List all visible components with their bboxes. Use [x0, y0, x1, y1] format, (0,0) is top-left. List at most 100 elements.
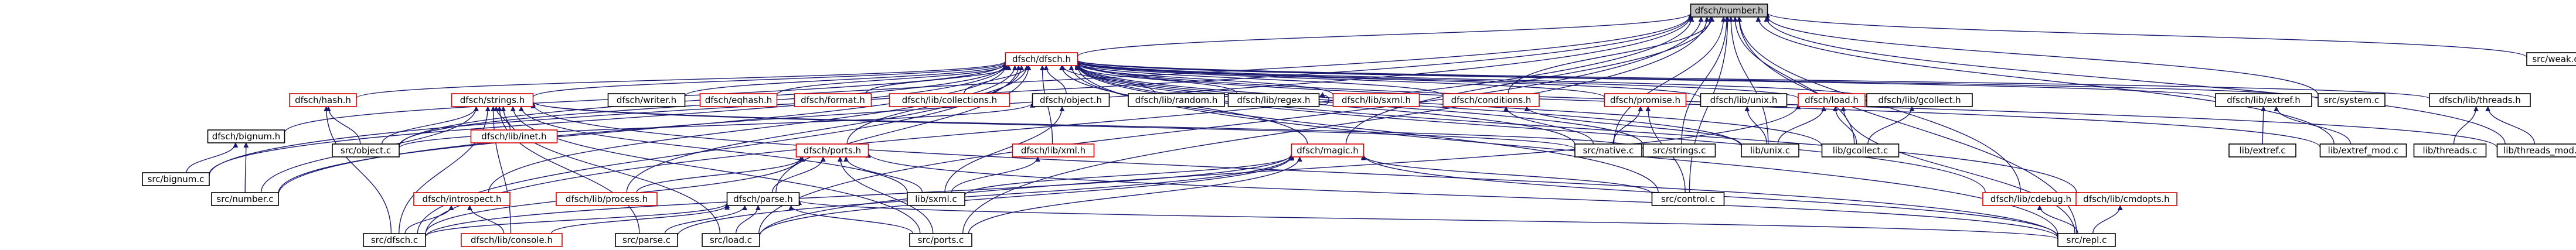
node-label: src/weak.c	[2532, 54, 2576, 64]
node-label: src/repl.c	[2067, 235, 2107, 245]
node-box	[289, 93, 357, 107]
node-box	[907, 192, 965, 206]
node-label: dfsch/dfsch.h	[1012, 54, 1071, 64]
node-number-c[interactable]: src/number.c	[211, 192, 279, 206]
node-box	[2413, 143, 2487, 157]
node-box	[699, 93, 778, 107]
node-object-h[interactable]: dfsch/object.h	[1032, 93, 1110, 107]
edge-parse-c-to-magic-h	[677, 155, 1294, 237]
node-threads-mod-c[interactable]: lib/threads_mod.c	[2496, 143, 2576, 157]
node-label: lib/sxml.c	[915, 194, 957, 204]
node-parse-h[interactable]: dfsch/parse.h	[726, 192, 800, 206]
node-dfsch-h[interactable]: dfsch/dfsch.h	[1005, 52, 1078, 66]
node-label: lib/extref.c	[2240, 145, 2286, 156]
node-label: lib/threads.c	[2423, 145, 2478, 156]
edge-writer-h-to-dfsch-h	[684, 62, 1008, 97]
node-unix-c[interactable]: lib/unix.c	[1741, 143, 1799, 157]
node-object-c[interactable]: src/object.c	[332, 143, 400, 157]
edge-ports-c-to-magic-h	[968, 156, 1302, 234]
node-introspect-h[interactable]: dfsch/introspect.h	[413, 192, 511, 206]
node-regex-h[interactable]: dfsch/lib/regex.h	[1227, 93, 1320, 107]
node-box	[607, 93, 686, 107]
node-random-h[interactable]: dfsch/lib/random.h	[1128, 93, 1225, 107]
node-label: dfsch/bignum.h	[212, 131, 281, 142]
node-process-h[interactable]: dfsch/lib/process.h	[556, 192, 658, 206]
edge-console-h-to-strings-h	[491, 106, 512, 234]
node-label: dfsch/lib/console.h	[471, 235, 553, 245]
node-repl-c[interactable]: src/repl.c	[2057, 233, 2116, 247]
edge-parse-h-to-dfsch-h	[775, 65, 1032, 193]
edge-dfsch-h-to-number-h	[1077, 12, 1693, 57]
node-label: dfsch/lib/process.h	[566, 194, 648, 204]
node-conditions-h[interactable]: dfsch/conditions.h	[1442, 93, 1540, 107]
node-weak-c[interactable]: src/weak.c	[2526, 52, 2576, 66]
node-label: dfsch/lib/xml.h	[1021, 145, 1085, 156]
node-promise-h[interactable]: dfsch/promise.h	[1604, 93, 1687, 107]
node-ports-c[interactable]: src/ports.c	[909, 233, 972, 247]
edge-ports-c-to-number-h	[962, 16, 1710, 234]
node-extref-mod-c[interactable]: lib/extref_mod.c	[2319, 143, 2407, 157]
edge-parse-c-to-parse-h	[664, 205, 748, 234]
node-bignum-h[interactable]: dfsch/bignum.h	[207, 129, 285, 143]
node-label: src/load.c	[710, 235, 752, 245]
node-control-c[interactable]: src/control.c	[1651, 192, 1725, 206]
node-unix-h[interactable]: dfsch/lib/unix.h	[1700, 93, 1788, 107]
node-extref-h[interactable]: dfsch/lib/extref.h	[2215, 93, 2312, 107]
edge-sxml-c-to-strings-h	[518, 106, 908, 193]
node-label: dfsch/lib/regex.h	[1237, 95, 1310, 105]
node-box	[1574, 143, 1642, 157]
node-xml-h[interactable]: dfsch/lib/xml.h	[1012, 143, 1095, 157]
node-inet-h[interactable]: dfsch/lib/inet.h	[470, 129, 558, 143]
edge-introspect-h-to-dfsch-h	[488, 65, 1018, 193]
node-system-c[interactable]: src/system.c	[2318, 93, 2386, 107]
node-format-h[interactable]: dfsch/format.h	[794, 93, 872, 107]
edge-repl-c-to-cmdopts-h	[2092, 205, 2123, 234]
node-number-h[interactable]: dfsch/number.h	[1690, 4, 1768, 18]
node-load-c[interactable]: src/load.c	[702, 233, 760, 247]
node-threads-c[interactable]: lib/threads.c	[2413, 143, 2487, 157]
edge-dfsch-c-to-magic-h	[425, 153, 1294, 238]
node-ports-h[interactable]: dfsch/ports.h	[795, 143, 869, 157]
node-cmdopts-h[interactable]: dfsch/lib/cmdopts.h	[2075, 192, 2177, 206]
node-box	[1032, 93, 1110, 107]
node-threads-h[interactable]: dfsch/lib/threads.h	[2429, 93, 2531, 107]
edge-dfsch-c-to-introspect-h	[404, 205, 454, 234]
node-writer-h[interactable]: dfsch/writer.h	[607, 93, 686, 107]
node-dfsch-c[interactable]: src/dfsch.c	[363, 233, 426, 247]
node-magic-h[interactable]: dfsch/magic.h	[1291, 143, 1364, 157]
node-box	[889, 93, 1010, 107]
edge-extref-mod-c-to-dfsch-h	[1075, 61, 2321, 148]
node-console-h[interactable]: dfsch/lib/console.h	[461, 233, 563, 247]
node-box	[470, 129, 558, 143]
edge-dfsch-c-to-hash-h	[324, 106, 392, 234]
node-load-h[interactable]: dfsch/load.h	[1798, 93, 1866, 107]
edge-repl-c-to-cdebug-h	[2037, 205, 2078, 234]
node-sxml-c[interactable]: lib/sxml.c	[907, 192, 965, 206]
node-extref-c[interactable]: lib/extref.c	[2228, 143, 2296, 157]
edge-control-c-to-dfsch-h	[1068, 65, 1659, 193]
node-strings-h[interactable]: dfsch/strings.h	[451, 93, 534, 107]
edge-weak-c-to-number-h	[1765, 12, 2527, 58]
node-native-c[interactable]: src/native.c	[1574, 143, 1642, 157]
node-strings-c[interactable]: src/strings.c	[1642, 143, 1716, 157]
edge-native-c-to-number-h	[1613, 16, 1726, 145]
node-gcollect-c[interactable]: lib/gcollect.c	[1821, 143, 1900, 157]
edge-unix-c-to-load-h	[1777, 106, 1827, 145]
node-label: src/native.c	[1583, 145, 1634, 156]
edge-extref-c-to-extref-h	[2261, 106, 2267, 145]
edge-sxml-c-to-magic-h	[964, 154, 1294, 196]
node-bignum-c[interactable]: src/bignum.c	[142, 172, 210, 186]
edge-repl-c-to-strings-h	[530, 103, 2058, 238]
node-eqhash-h[interactable]: dfsch/eqhash.h	[699, 93, 778, 107]
node-label: dfsch/lib/gcollect.h	[1878, 95, 1961, 105]
node-label: dfsch/lib/cmdopts.h	[2083, 194, 2169, 204]
node-hash-h[interactable]: dfsch/hash.h	[289, 93, 357, 107]
node-collections-h[interactable]: dfsch/lib/collections.h	[889, 93, 1010, 107]
node-cdebug-h[interactable]: dfsch/lib/cdebug.h	[1982, 192, 2080, 206]
node-sxml-h[interactable]: dfsch/lib/sxml.h	[1332, 93, 1420, 107]
node-box	[2496, 143, 2576, 157]
node-parse-c[interactable]: src/parse.c	[615, 233, 678, 247]
node-gcollect-h[interactable]: dfsch/lib/gcollect.h	[1866, 93, 1973, 107]
edge-strings-c-to-strings-h	[530, 101, 1644, 149]
